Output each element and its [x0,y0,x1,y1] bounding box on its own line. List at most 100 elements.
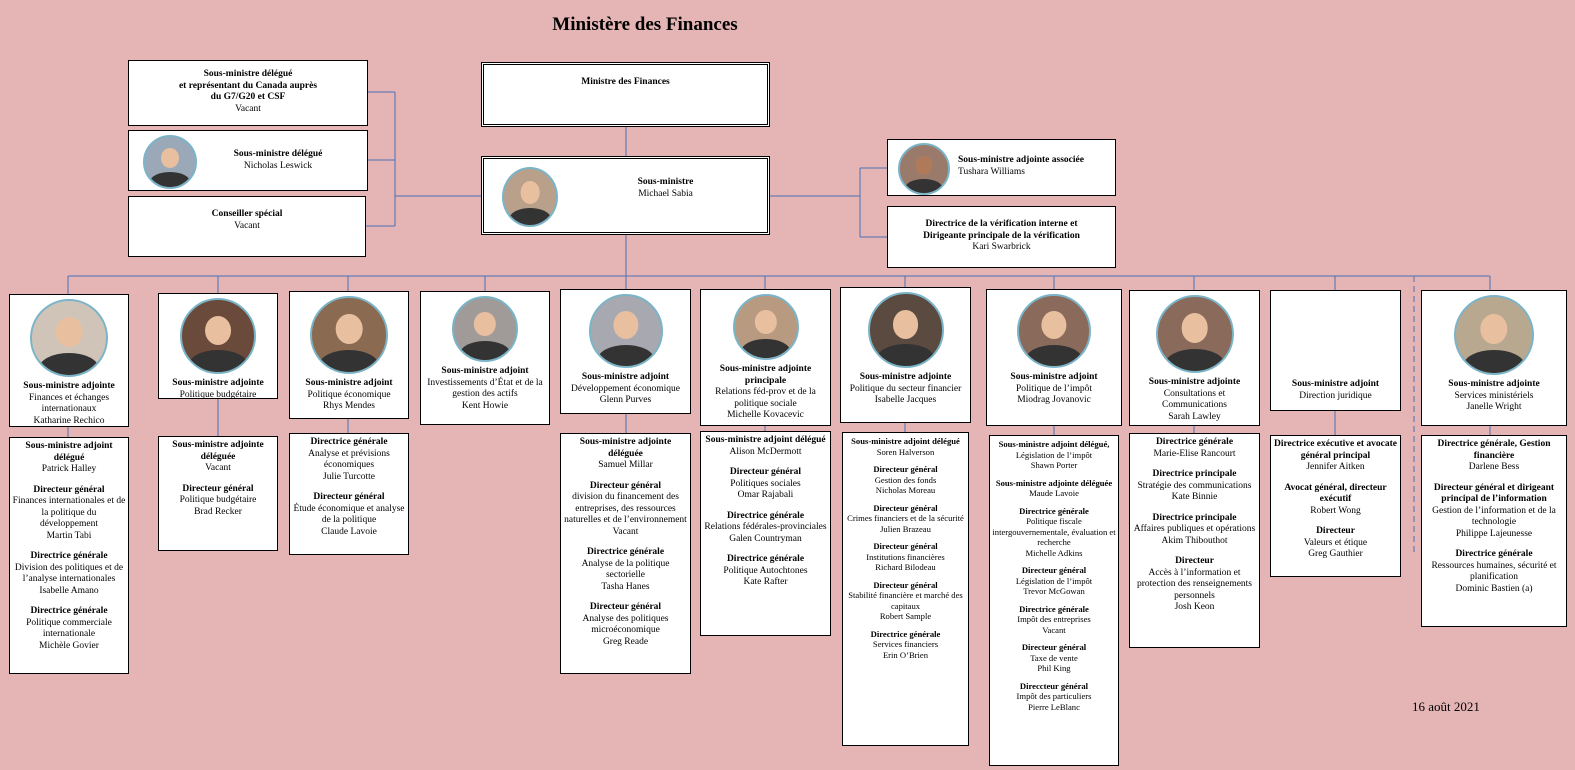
sub-role: Directrice générale [310,437,388,447]
associate-deputy-name: Tushara Williams [958,166,1025,177]
sub-unit: Ressources humaines, sécurité et planifi… [1431,560,1557,583]
sub-role: Directeur général [873,502,938,513]
sub-name: Greg Gauthier [1308,549,1363,559]
avatar [732,294,799,360]
adm-name: Kent Howie [461,400,509,411]
internal-audit-box: Directrice de la vérification interne et… [887,206,1116,268]
sub-name: Julien Brazeau [880,523,931,534]
sub-unit: Gestion des fonds [874,474,937,485]
sub-name: Trevor McGowan [1023,586,1085,596]
sub-role: Directeur général [33,484,105,495]
adm-unit: Finances et échanges internationaux [28,392,110,415]
sub-unit: Taxe de vente [1030,652,1078,663]
sub-unit: Politique commerciale internationale [26,617,112,640]
special-advisor-name: Vacant [234,220,260,231]
sub-role: Directrice générale [1019,603,1089,614]
sub-role: Directeur général [1021,642,1087,652]
adm-name: Sarah Lawley [1168,411,1221,422]
sub-name: Brad Recker [194,506,242,517]
sub-unit: Législation de l’impôt [1015,575,1093,586]
adm-subordinates-box: Sous-ministre adjoint délégué,Législatio… [989,435,1119,766]
avatar [1155,295,1234,373]
adm-name: Miodrag Jovanovic [1017,395,1091,405]
sub-role: Directeur général [873,464,938,474]
sub-unit: Analyse et prévisions économiques [308,448,390,471]
special-advisor-box: Conseiller spécial Vacant [128,196,366,257]
sub-unit: Stratégie des communications [1137,480,1252,491]
sub-name: Akim Thibouthot [1161,535,1228,546]
sub-role: Direccteur général [1019,680,1089,691]
sub-name: Pierre LeBlanc [1028,701,1080,712]
sub-name: Vacant [1042,624,1066,635]
adm-unit: Direction juridique [1299,390,1372,401]
sub-name: Philippe Lajeunesse [1455,528,1533,539]
sub-role: Directrice générale [586,547,665,557]
sub-name: Greg Reade [602,636,649,647]
avatar [452,296,518,362]
sub-role: Directrice générale [870,628,941,639]
sub-name: Julie Turcotte [323,471,375,482]
sub-name: Galen Countryman [729,533,802,544]
sub-role: Directrice générale [30,551,108,561]
g7-name: Vacant [235,103,261,114]
adm-name: Rhys Mendes [323,401,375,411]
minister-box: Ministre des Finances [481,62,770,127]
sub-role: Directrice exécutive et avocate général … [1274,439,1397,461]
avatar [502,167,558,227]
sub-role: Directrice générale [30,606,108,616]
avatar [898,143,950,195]
sub-entry: Directeur général et dirigeant principal… [1424,483,1564,541]
sub-role: Directeur général [873,579,938,590]
sub-role: Sous-ministre adjoint délégué [705,435,826,445]
adm-unit: Services ministériels [1454,390,1534,401]
adm-unit: Politique de l’impôt [1016,383,1092,394]
internal-audit-role-line2: Dirigeante principale de la vérification [923,230,1080,241]
adm-role: Sous-ministre adjoint [441,366,529,376]
internal-audit-role-line1: Directrice de la vérification interne et [925,219,1078,229]
sub-unit: Stabilité financière et marché des capit… [848,590,963,611]
deputy-minister-box: Sous-ministre Michael Sabia [481,156,770,235]
sub-unit: Étude économique et analyse de la politi… [293,503,405,526]
sub-role: Directeur général [873,541,938,551]
sub-name: Erin O’Brien [882,649,929,660]
delegate-box: Sous-ministre délégué Nicholas Leswick [128,130,368,191]
sub-entry: Sous-ministre adjoint délégué,Législatio… [992,439,1116,471]
adm-name: Glenn Purves [599,395,652,405]
adm-role: Sous-ministre adjoint [1291,379,1380,389]
sub-role: Directeur général [589,480,662,491]
g7-role-line3: du G7/G20 et CSF [210,92,286,102]
sub-name: Marie-Elise Rancourt [1153,448,1236,459]
sub-name: Alison McDermott [729,446,802,457]
adm-unit: Politique du secteur financier [849,383,962,394]
sub-unit: Division des politiques et de l’analyse … [14,562,124,585]
sub-unit: Impôt des entreprises [1017,614,1091,624]
adm-role: Sous-ministre adjointe principale [719,364,812,386]
sub-unit: Législation de l’impôt [1015,449,1093,460]
sub-name: Isabelle Amano [39,585,99,596]
avatar [1017,294,1091,368]
sub-role: Directeur général [729,467,802,477]
